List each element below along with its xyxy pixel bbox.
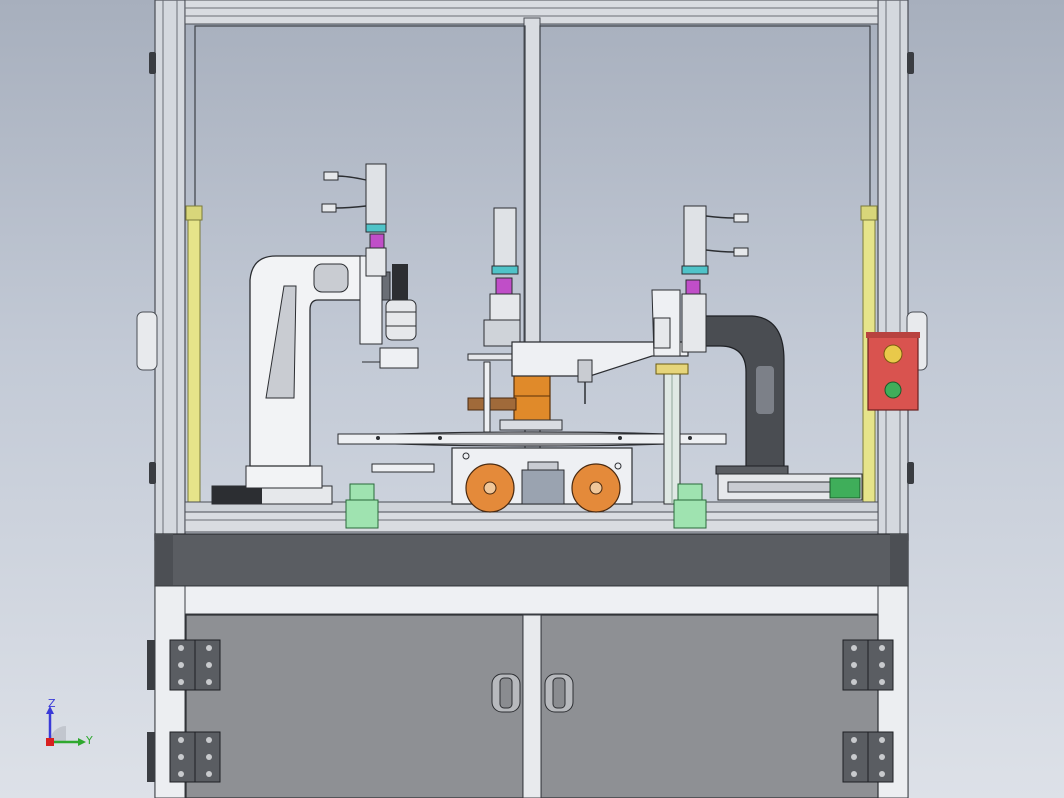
lower-cabinet <box>147 585 909 798</box>
green-foot-right <box>673 483 707 529</box>
scara-robot <box>211 163 419 505</box>
y-axis-label: Y <box>86 734 93 747</box>
origin-marker <box>46 738 54 746</box>
hinge-left-bottom <box>169 731 221 783</box>
control-box <box>866 332 920 411</box>
center-station <box>467 207 689 433</box>
estop-yellow-button <box>883 344 903 364</box>
work-table <box>154 501 909 587</box>
drive-base <box>451 447 633 513</box>
cabinet-door-right <box>540 614 879 798</box>
light-curtain-left <box>185 205 203 505</box>
z-axis-label: Z <box>48 697 56 710</box>
start-green-button <box>884 381 902 399</box>
green-foot-left <box>345 483 379 529</box>
cabinet-door-left <box>185 614 524 798</box>
hinge-right-bottom <box>842 731 894 783</box>
right-station <box>651 205 863 505</box>
hinge-left-top <box>169 639 221 691</box>
rotary-table <box>337 431 727 473</box>
hinge-right-top <box>842 639 894 691</box>
coordinate-triad: Z Y <box>36 698 106 758</box>
